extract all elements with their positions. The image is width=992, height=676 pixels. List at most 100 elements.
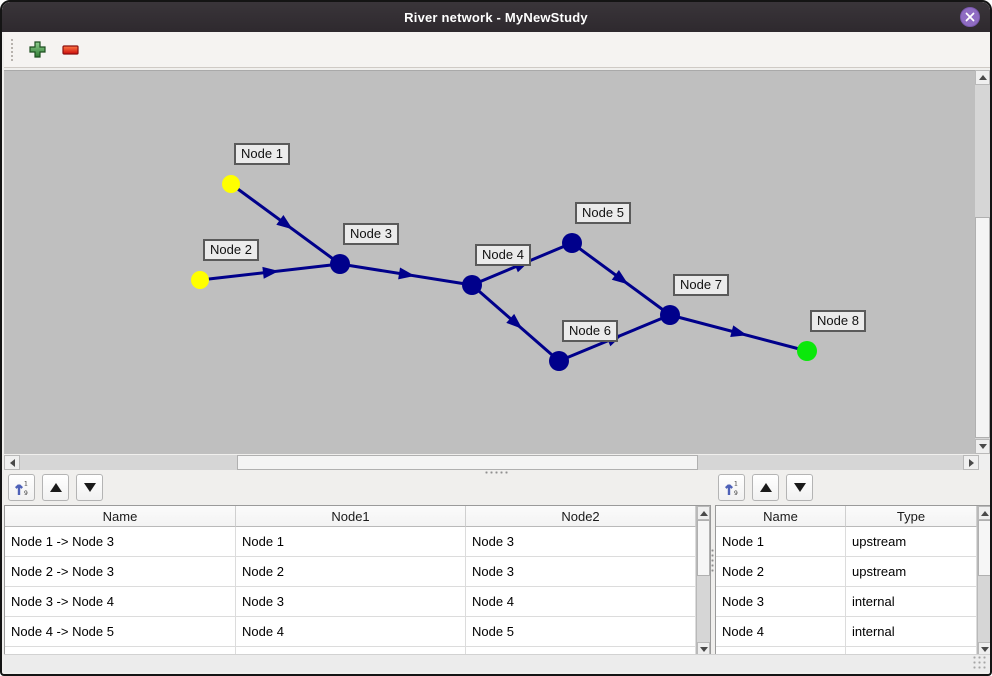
close-button[interactable] bbox=[960, 7, 980, 27]
sort-ascending-icon: 1 9 bbox=[14, 480, 28, 496]
resize-grip[interactable] bbox=[972, 655, 986, 669]
table-cell[interactable]: Node 3 bbox=[466, 557, 696, 587]
table-cell[interactable]: Node 2 bbox=[236, 557, 466, 587]
down-arrow-icon bbox=[980, 646, 989, 652]
vertical-scroll-thumb[interactable] bbox=[975, 217, 990, 438]
column-header[interactable]: Type bbox=[846, 506, 977, 527]
table-cell[interactable]: Node 4 bbox=[716, 617, 846, 647]
move-down-button[interactable] bbox=[786, 474, 813, 501]
svg-text:1: 1 bbox=[24, 480, 28, 487]
scroll-up-button[interactable] bbox=[978, 506, 990, 520]
table-cell[interactable]: Node 1 bbox=[716, 527, 846, 557]
move-up-button[interactable] bbox=[752, 474, 779, 501]
nodes-table-scrollbar[interactable] bbox=[977, 506, 990, 656]
table-cell[interactable]: internal bbox=[846, 587, 977, 617]
scroll-thumb[interactable] bbox=[978, 520, 990, 576]
move-down-button[interactable] bbox=[76, 474, 103, 501]
network-node[interactable] bbox=[462, 275, 482, 295]
network-node[interactable] bbox=[191, 271, 209, 289]
table-row-partial bbox=[5, 647, 696, 656]
add-node-button[interactable] bbox=[25, 38, 49, 62]
table-cell[interactable]: Node 4 bbox=[236, 617, 466, 647]
table-cell[interactable]: Node 4 -> Node 5 bbox=[5, 617, 236, 647]
scroll-down-button[interactable] bbox=[975, 439, 990, 454]
node-label: Node 6 bbox=[562, 320, 618, 342]
remove-node-button[interactable] bbox=[58, 38, 82, 62]
add-node-icon bbox=[28, 41, 46, 58]
edge-arrow-icon bbox=[611, 270, 629, 285]
svg-text:9: 9 bbox=[24, 490, 28, 496]
up-arrow-icon bbox=[699, 510, 708, 516]
column-header[interactable]: Name bbox=[716, 506, 846, 527]
scroll-up-button[interactable] bbox=[697, 506, 710, 520]
main-toolbar bbox=[4, 32, 990, 68]
network-node[interactable] bbox=[562, 233, 582, 253]
table-cell[interactable]: Node 3 -> Node 4 bbox=[5, 587, 236, 617]
table-cell[interactable]: Node 3 bbox=[236, 587, 466, 617]
table-cell[interactable]: Node 3 bbox=[716, 587, 846, 617]
close-icon bbox=[965, 12, 975, 22]
network-node[interactable] bbox=[549, 351, 569, 371]
network-node[interactable] bbox=[330, 254, 350, 274]
node-label: Node 7 bbox=[673, 274, 729, 296]
horizontal-splitter-handle[interactable] bbox=[484, 471, 510, 474]
table-cell[interactable]: Node 2 -> Node 3 bbox=[5, 557, 236, 587]
scroll-up-button[interactable] bbox=[975, 70, 990, 85]
column-header[interactable]: Node1 bbox=[236, 506, 466, 527]
links-table-scrollbar[interactable] bbox=[696, 506, 710, 656]
edge-arrow-icon bbox=[730, 325, 748, 338]
move-up-icon bbox=[49, 483, 62, 492]
left-arrow-icon bbox=[9, 458, 15, 467]
scroll-thumb[interactable] bbox=[697, 520, 710, 576]
titlebar: River network - MyNewStudy bbox=[2, 2, 990, 32]
down-arrow-icon bbox=[978, 444, 987, 449]
table-cell[interactable]: internal bbox=[846, 617, 977, 647]
sort-button[interactable]: 1 9 bbox=[8, 474, 35, 501]
edge-arrow-icon bbox=[276, 215, 293, 230]
sort-button[interactable]: 1 9 bbox=[718, 474, 745, 501]
table-cell[interactable]: Node 3 bbox=[466, 527, 696, 557]
table-cell[interactable]: Node 1 bbox=[236, 527, 466, 557]
table-cell[interactable]: upstream bbox=[846, 527, 977, 557]
canvas-vertical-scrollbar[interactable] bbox=[975, 70, 990, 454]
horizontal-scroll-thumb[interactable] bbox=[237, 455, 698, 470]
vertical-splitter-handle[interactable] bbox=[711, 548, 714, 574]
network-node[interactable] bbox=[660, 305, 680, 325]
column-header[interactable]: Node2 bbox=[466, 506, 696, 527]
network-node[interactable] bbox=[222, 175, 240, 193]
table-cell[interactable]: Node 4 bbox=[466, 587, 696, 617]
table-cell[interactable]: Node 1 -> Node 3 bbox=[5, 527, 236, 557]
table-cell[interactable]: Node 2 bbox=[716, 557, 846, 587]
table-cell[interactable]: upstream bbox=[846, 557, 977, 587]
scroll-left-button[interactable] bbox=[4, 455, 20, 470]
column-header[interactable]: Name bbox=[5, 506, 236, 527]
node-label: Node 1 bbox=[234, 143, 290, 165]
scroll-right-button[interactable] bbox=[963, 455, 979, 470]
table-cell[interactable]: Node 5 bbox=[466, 617, 696, 647]
edge-arrow-icon bbox=[262, 266, 279, 279]
move-up-icon bbox=[759, 483, 772, 492]
network-node[interactable] bbox=[797, 341, 817, 361]
toolbar-drag-handle[interactable] bbox=[11, 38, 15, 61]
window-title: River network - MyNewStudy bbox=[404, 9, 588, 25]
canvas-horizontal-scrollbar[interactable] bbox=[4, 455, 979, 470]
move-up-button[interactable] bbox=[42, 474, 69, 501]
up-arrow-icon bbox=[980, 510, 989, 516]
